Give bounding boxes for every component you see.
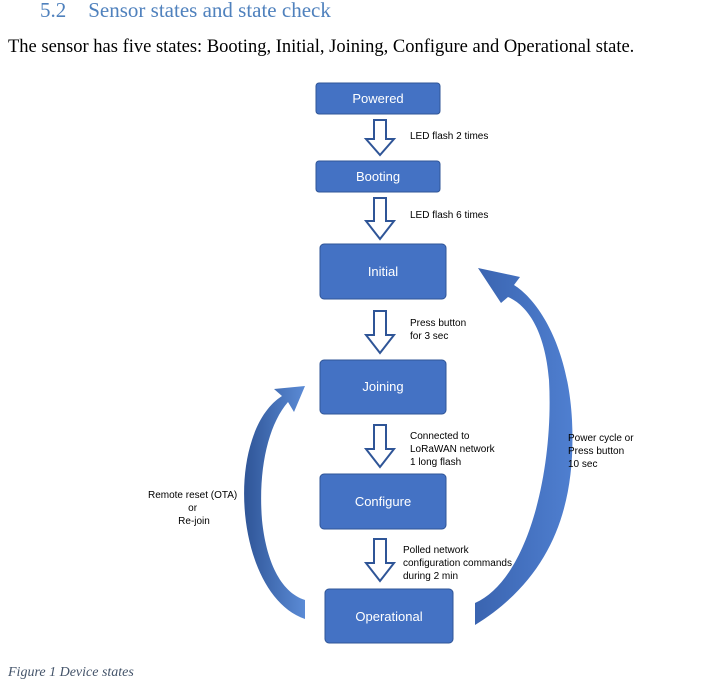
note-line: LoRaWAN network	[410, 444, 496, 455]
arrow-configure-to-operational	[363, 538, 397, 583]
figure-caption: Figure 1 Device states	[8, 665, 134, 680]
note-operational-initial: Power cycle or Press button 10 sec	[568, 433, 636, 470]
section-title: Sensor states and state check	[88, 0, 331, 22]
note-line: 10 sec	[568, 459, 597, 470]
arrow-powered-to-booting	[363, 119, 397, 157]
curved-arrow-operational-to-joining	[244, 386, 305, 619]
state-initial: Initial	[319, 243, 447, 300]
state-joining: Joining	[319, 359, 447, 415]
state-booting-label: Booting	[356, 169, 400, 184]
curved-arrow-operational-to-initial	[475, 268, 573, 625]
state-configure-label: Configure	[355, 494, 411, 509]
note-line: Remote reset (OTA)	[148, 490, 237, 501]
note-line: LED flash 2 times	[410, 131, 488, 142]
note-joining-configure: Connected to LoRaWAN network 1 long flas…	[410, 431, 497, 468]
arrow-joining-to-configure	[363, 424, 397, 469]
note-line: LED flash 6 times	[410, 210, 488, 221]
section-heading: 5.2 Sensor states and state check	[40, 0, 331, 23]
note-line: configuration commands	[403, 558, 512, 569]
state-operational-label: Operational	[355, 609, 422, 624]
note-line: 1 long flash	[410, 457, 461, 468]
intro-paragraph: The sensor has five states: Booting, Ini…	[8, 37, 635, 57]
section-number: 5.2	[40, 0, 67, 22]
note-line: Power cycle or	[568, 433, 634, 444]
note-line: for 3 sec	[410, 331, 448, 342]
state-configure: Configure	[319, 473, 447, 530]
note-booting-initial: LED flash 6 times	[410, 210, 488, 221]
note-line: Press button	[568, 446, 624, 457]
state-powered-label: Powered	[352, 91, 403, 106]
note-line: Re-join	[178, 516, 210, 527]
state-operational: Operational	[324, 588, 454, 644]
arrow-booting-to-initial	[363, 197, 397, 241]
note-line: Connected to	[410, 431, 470, 442]
note-configure-operational: Polled network configuration commands du…	[403, 545, 515, 582]
state-initial-label: Initial	[368, 264, 398, 279]
note-initial-joining: Press button for 3 sec	[410, 318, 469, 342]
note-powered-booting: LED flash 2 times	[410, 131, 488, 142]
arrow-initial-to-joining	[363, 310, 397, 355]
note-operational-joining: Remote reset (OTA) or Re-join	[148, 490, 240, 527]
note-line: Polled network	[403, 545, 470, 556]
state-joining-label: Joining	[362, 379, 403, 394]
note-line: Press button	[410, 318, 466, 329]
state-powered: Powered	[315, 82, 441, 115]
note-line: during 2 min	[403, 571, 458, 582]
state-booting: Booting	[315, 160, 441, 193]
note-line: or	[188, 503, 198, 514]
